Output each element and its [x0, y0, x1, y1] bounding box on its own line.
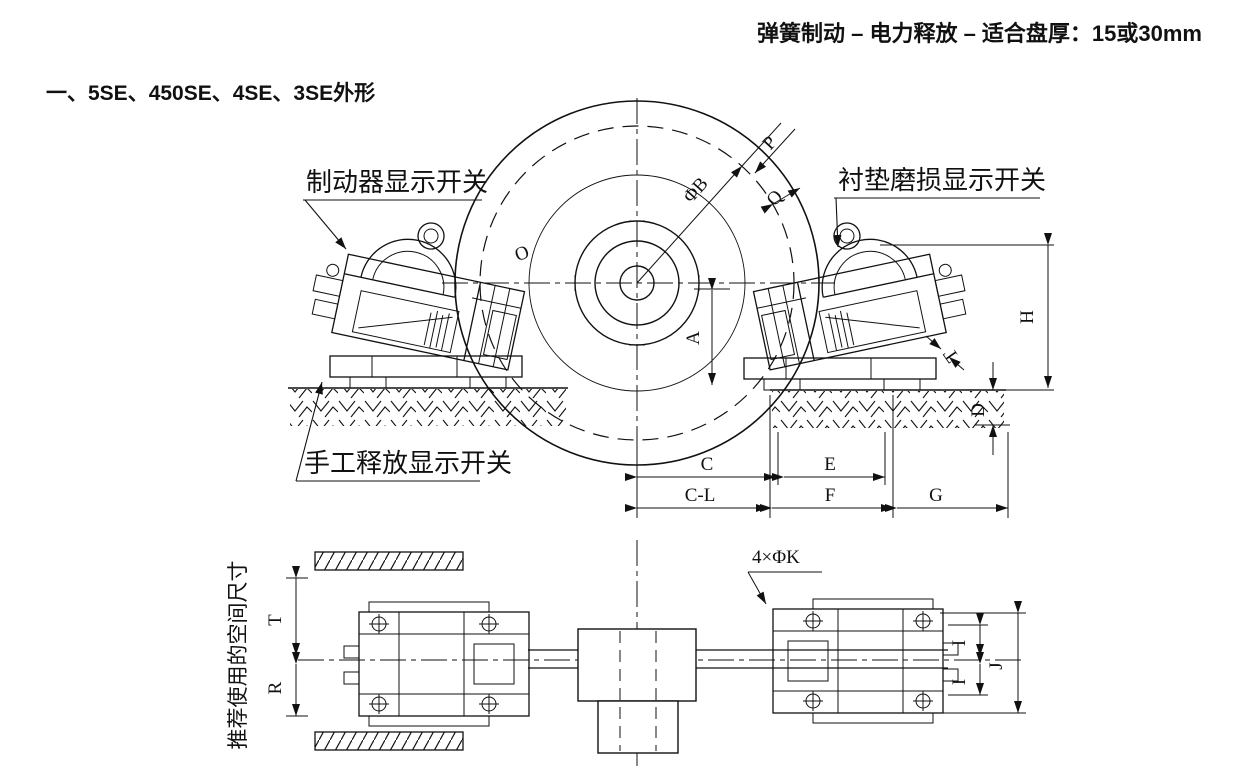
header: 弹簧制动 – 电力释放 – 适合盘厚：15或30mm 一、5SE、450SE、4…	[46, 21, 1202, 105]
callout-lining-wear-switch: 衬垫磨损显示开关	[838, 166, 1046, 195]
plan-view	[298, 540, 1024, 766]
section-heading: 一、5SE、450SE、4SE、3SE外形	[46, 81, 375, 105]
dim-label-c-l: C-L	[685, 485, 716, 506]
dim-label-i-lower: I	[949, 679, 970, 685]
dim-label-f: F	[825, 485, 836, 506]
dim-label-g: G	[929, 485, 943, 506]
dim-label-q: Q	[763, 186, 788, 211]
ground-left	[288, 387, 568, 426]
dim-label-t-front: T	[939, 344, 963, 366]
wall-bottom	[314, 731, 464, 751]
recommended-space-label: 推荐使用的空间尺寸	[226, 561, 250, 750]
left-caliper-plan	[343, 601, 530, 727]
hub	[577, 628, 697, 754]
dim-label-d: D	[968, 403, 989, 417]
front-dimensions	[625, 122, 1054, 518]
dim-label-i-upper: I	[949, 640, 970, 646]
page-title: 弹簧制动 – 电力释放 – 适合盘厚：15或30mm	[757, 21, 1202, 46]
dim-label-h: H	[1017, 310, 1038, 324]
ground-right	[770, 389, 1054, 428]
dim-label-o: O	[512, 242, 532, 266]
plan-dimensions	[286, 566, 1026, 717]
dim-label-e: E	[824, 454, 836, 475]
plan-dimension-labels: 推荐使用的空间尺寸 T R 4×ΦK I I J	[226, 547, 1007, 750]
callout-manual-release-switch: 手工释放显示开关	[304, 449, 512, 478]
dim-label-r: R	[265, 681, 286, 694]
right-caliper-front	[742, 201, 974, 391]
callout-brake-display-switch: 制动器显示开关	[306, 168, 488, 197]
dim-label-phi-b: ΦB	[679, 173, 712, 207]
dim-label-j: J	[986, 662, 1007, 669]
dim-label-4xk: 4×ΦK	[752, 547, 800, 568]
right-caliper-plan	[772, 598, 959, 724]
wall-top	[314, 551, 464, 571]
dim-label-t-plan: T	[265, 614, 286, 626]
front-callouts: 制动器显示开关 衬垫磨损显示开关 手工释放显示开关	[295, 166, 1046, 482]
dim-label-a: A	[683, 331, 704, 345]
dim-label-c: C	[701, 454, 714, 475]
